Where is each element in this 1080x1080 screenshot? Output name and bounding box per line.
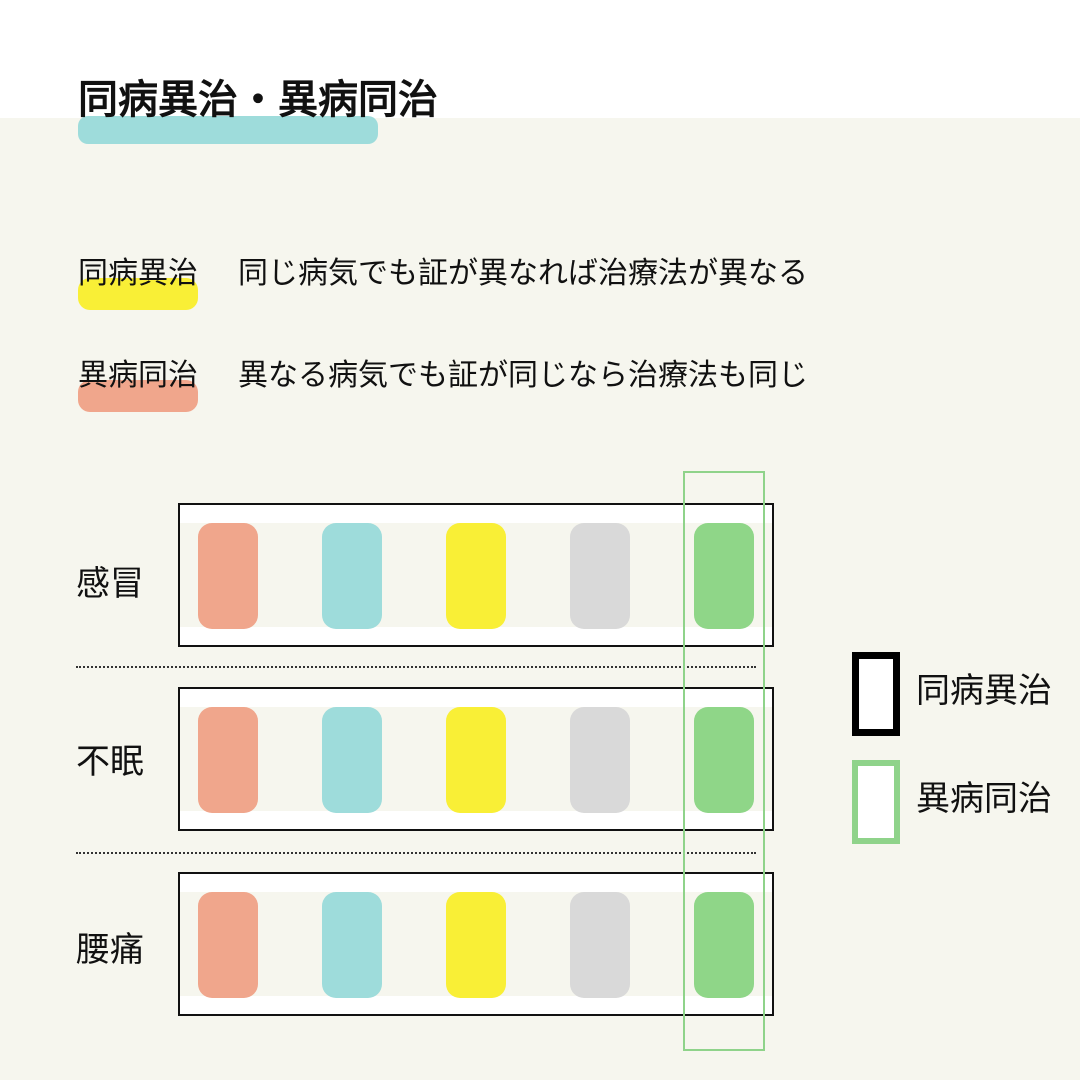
page-title: 同病異治・異病同治 (78, 77, 438, 123)
row-divider (76, 666, 756, 668)
pattern-pill-1 (198, 892, 258, 998)
definition-description: 異なる病気でも証が同じなら治療法も同じ (238, 358, 808, 393)
same-treatment-column (683, 471, 765, 1051)
term-highlight (78, 278, 198, 310)
pattern-pill-2 (322, 892, 382, 998)
disease-row-box (178, 503, 774, 647)
title-block: 同病異治・異病同治 (78, 70, 438, 146)
pattern-pill-4 (570, 523, 630, 629)
pattern-pill-5 (694, 892, 754, 998)
legend-swatch-green (852, 760, 900, 844)
definition-term-block: 異病同治 (78, 354, 200, 414)
disease-row-box (178, 687, 774, 831)
pattern-pill-3 (446, 523, 506, 629)
title-highlight (78, 116, 378, 144)
pattern-pill-5 (694, 523, 754, 629)
definition-term-block: 同病異治 (78, 252, 200, 312)
pattern-pill-1 (198, 707, 258, 813)
row-label-back-pain: 腰痛 (76, 930, 144, 970)
pattern-pill-3 (446, 892, 506, 998)
pattern-pill-3 (446, 707, 506, 813)
pattern-pill-4 (570, 707, 630, 813)
top-band (0, 0, 1080, 118)
pattern-pill-1 (198, 523, 258, 629)
row-divider (76, 852, 756, 854)
disease-row-box (178, 872, 774, 1016)
pattern-pill-5 (694, 707, 754, 813)
term-highlight (78, 380, 198, 412)
definition-description: 同じ病気でも証が異なれば治療法が異なる (238, 256, 808, 291)
row-label-insomnia: 不眠 (76, 742, 144, 782)
definition-term: 同病異治 (78, 256, 198, 291)
pattern-pill-2 (322, 523, 382, 629)
pattern-pill-4 (570, 892, 630, 998)
legend-swatch-black (852, 652, 900, 736)
row-label-cold: 感冒 (76, 564, 144, 604)
legend-label: 同病異治 (916, 671, 1052, 711)
definition-term: 異病同治 (78, 358, 198, 393)
legend-label: 異病同治 (916, 779, 1052, 819)
pattern-pill-2 (322, 707, 382, 813)
